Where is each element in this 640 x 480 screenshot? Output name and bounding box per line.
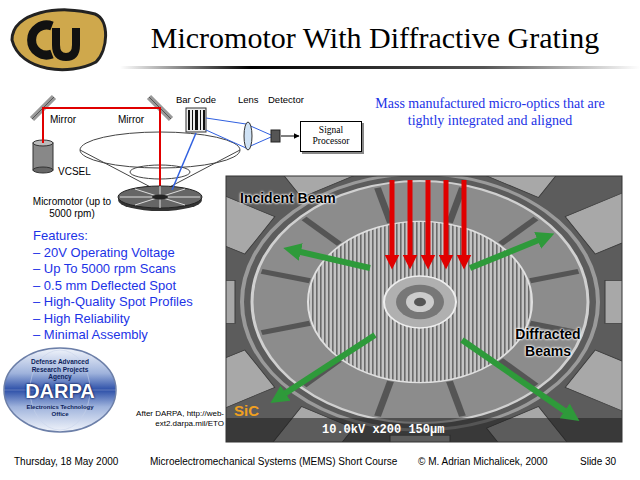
- image-label: Incident Beam: [240, 190, 336, 207]
- feature-item: – 0.5 mm Deflected Spot: [33, 278, 176, 294]
- box-text: Signal Processor: [306, 125, 356, 148]
- tagline: Mass manufactured micro-optics that are …: [364, 96, 616, 130]
- sem-databar: 10.0kV x200 150µm: [322, 423, 444, 437]
- image-label: Diffracted Beams: [505, 326, 591, 360]
- footer-text: Slide 30: [580, 456, 616, 468]
- sem-micrograph: [226, 176, 622, 442]
- slide-title: Micromotor With Diffractive Grating: [120, 20, 630, 56]
- footer-text: Thursday, 18 May 2000: [14, 456, 118, 468]
- university-logo: [12, 10, 106, 70]
- footer-text: © M. Adrian Michalicek, 2000: [418, 456, 548, 468]
- part-label: Detector: [268, 94, 304, 105]
- feature-item: – 20V Operating Voltage: [33, 245, 175, 261]
- footer-text: Microelectromechanical Systems (MEMS) Sh…: [150, 456, 397, 468]
- feature-item: – Minimal Assembly: [33, 327, 148, 343]
- part-label: Bar Code: [176, 94, 216, 105]
- part-label: Mirror: [50, 114, 76, 126]
- feature-item: – Up To 5000 rpm Scans: [33, 261, 176, 277]
- logo-text: DARPA: [10, 379, 110, 403]
- logo-text: Electronics Technology Office: [18, 404, 102, 418]
- feature-item: – High-Quality Spot Profiles: [33, 294, 193, 310]
- part-label: Mirror: [118, 114, 144, 126]
- logo-text: Defense Advanced Research Projects Agenc…: [24, 358, 96, 381]
- material-label: SiC: [234, 402, 259, 420]
- source-note: After DARPA, http://web-ext2.darpa.mil/E…: [104, 409, 224, 429]
- part-label: Micromotor (up to 5000 rpm): [30, 196, 114, 220]
- darpa-logo: [4, 348, 116, 432]
- sem-frame: [226, 176, 622, 442]
- feature-heading: Features:: [33, 228, 88, 244]
- part-label: VCSEL: [58, 166, 91, 178]
- title-rule: [120, 66, 640, 69]
- feature-item: – High Reliability: [33, 311, 130, 327]
- processor-box: Signal Processor: [300, 121, 362, 152]
- part-label: Lens: [238, 94, 259, 105]
